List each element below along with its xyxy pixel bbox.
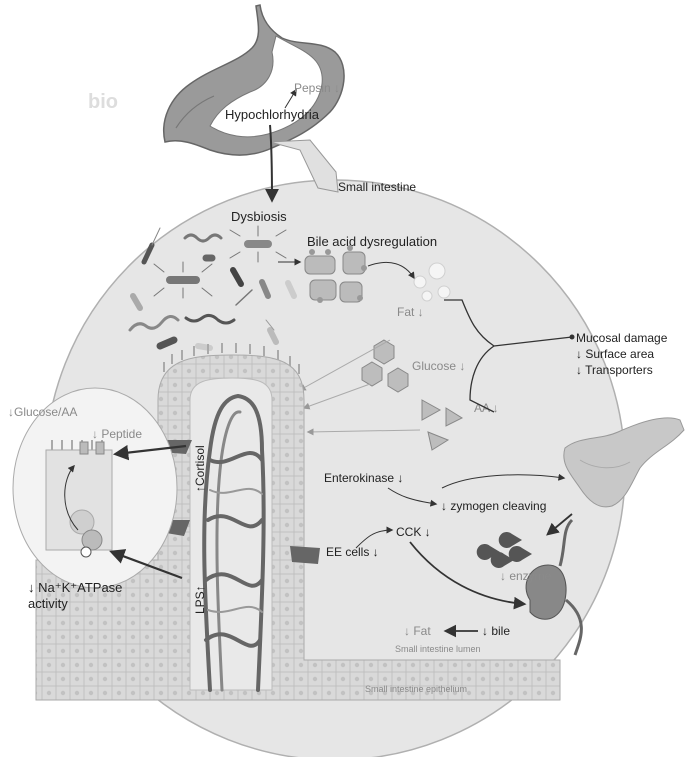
mucosal-damage-label: Mucosal damage bbox=[576, 331, 668, 345]
peptide-label: ↓ Peptide bbox=[92, 427, 142, 441]
arrow-ee-to-cck bbox=[355, 526, 394, 549]
cell-inset bbox=[12, 387, 178, 589]
lps-label: LPS↑ bbox=[193, 585, 207, 614]
transporters-label: ↓ Transporters bbox=[576, 363, 653, 377]
pancreas-illustration bbox=[563, 417, 685, 508]
mucosal-dot bbox=[569, 334, 575, 340]
arrow-to-pepsin bbox=[284, 88, 297, 109]
arrow-cell-up bbox=[64, 464, 79, 531]
gallbladder-illustration bbox=[525, 518, 583, 656]
arrow-pancreas-to-enzyme bbox=[546, 513, 573, 536]
surface-area-label: ↓ Surface area bbox=[576, 347, 654, 361]
arrow-zymogen-to-pancreas bbox=[441, 473, 566, 489]
bile-acid-label: Bile acid dysregulation bbox=[307, 234, 437, 249]
bile-acid-molecules bbox=[304, 245, 367, 303]
enzyme-label: ↓ enzyme bbox=[500, 569, 552, 583]
hypochlorhydria-label: Hypochlorhydria bbox=[225, 107, 320, 122]
small-intestine-label: Small intestine bbox=[338, 180, 416, 194]
mucosal-line bbox=[493, 336, 573, 347]
capillary-network bbox=[202, 393, 266, 692]
arrow-cck-to-gallbladder bbox=[409, 541, 527, 610]
enterokinase-label: Enterokinase ↓ bbox=[324, 471, 403, 485]
atpase-label-line1: ↓ Na⁺K⁺ATPase bbox=[28, 580, 122, 595]
arrow-lps-to-cell bbox=[109, 549, 183, 580]
arrow-to-dysbiosis bbox=[264, 124, 279, 203]
zymogen-label: ↓ zymogen cleaving bbox=[441, 499, 546, 513]
stomach-illustration bbox=[163, 4, 345, 193]
fat-droplets bbox=[413, 262, 451, 302]
aa-triangles bbox=[421, 399, 464, 451]
mucosal-bracket bbox=[444, 299, 496, 413]
arrow-cortisol-to-cell bbox=[112, 444, 187, 461]
cck-label: CCK ↓ bbox=[396, 525, 431, 539]
glucose-label: Glucose ↓ bbox=[412, 359, 465, 373]
fat-out-label: ↓ Fat bbox=[404, 624, 431, 638]
dysbiosis-label: Dysbiosis bbox=[231, 209, 287, 224]
ee-cell bbox=[290, 546, 320, 564]
lumen-label: Small intestine lumen bbox=[395, 644, 481, 654]
arrow-aa-to-villus bbox=[306, 428, 421, 436]
epithelium-label: Small intestine epithelium bbox=[365, 684, 467, 694]
arrow-bile-to-fat bbox=[367, 262, 415, 280]
atpase-label-line2: activity bbox=[28, 596, 68, 611]
microvilli bbox=[163, 343, 300, 374]
arrow-glucose-to-villus bbox=[302, 383, 371, 410]
watermark-logo: bio bbox=[88, 91, 118, 113]
ee-cells-label: EE cells ↓ bbox=[326, 545, 379, 559]
enzyme-shapes bbox=[476, 532, 532, 568]
arrow-enterokinase-to-zymogen bbox=[387, 487, 438, 507]
glucose-aa-label: ↓Glucose/AA bbox=[8, 405, 77, 419]
arrow-fat-to-villus bbox=[298, 339, 391, 391]
pepsin-label: Pepsin ↓ bbox=[294, 81, 340, 95]
bile-label: ↓ bile bbox=[482, 624, 510, 638]
bacteria-cluster bbox=[128, 225, 297, 351]
fat-label: Fat ↓ bbox=[397, 305, 424, 319]
cortisol-label: ↑Cortisol bbox=[193, 445, 207, 492]
